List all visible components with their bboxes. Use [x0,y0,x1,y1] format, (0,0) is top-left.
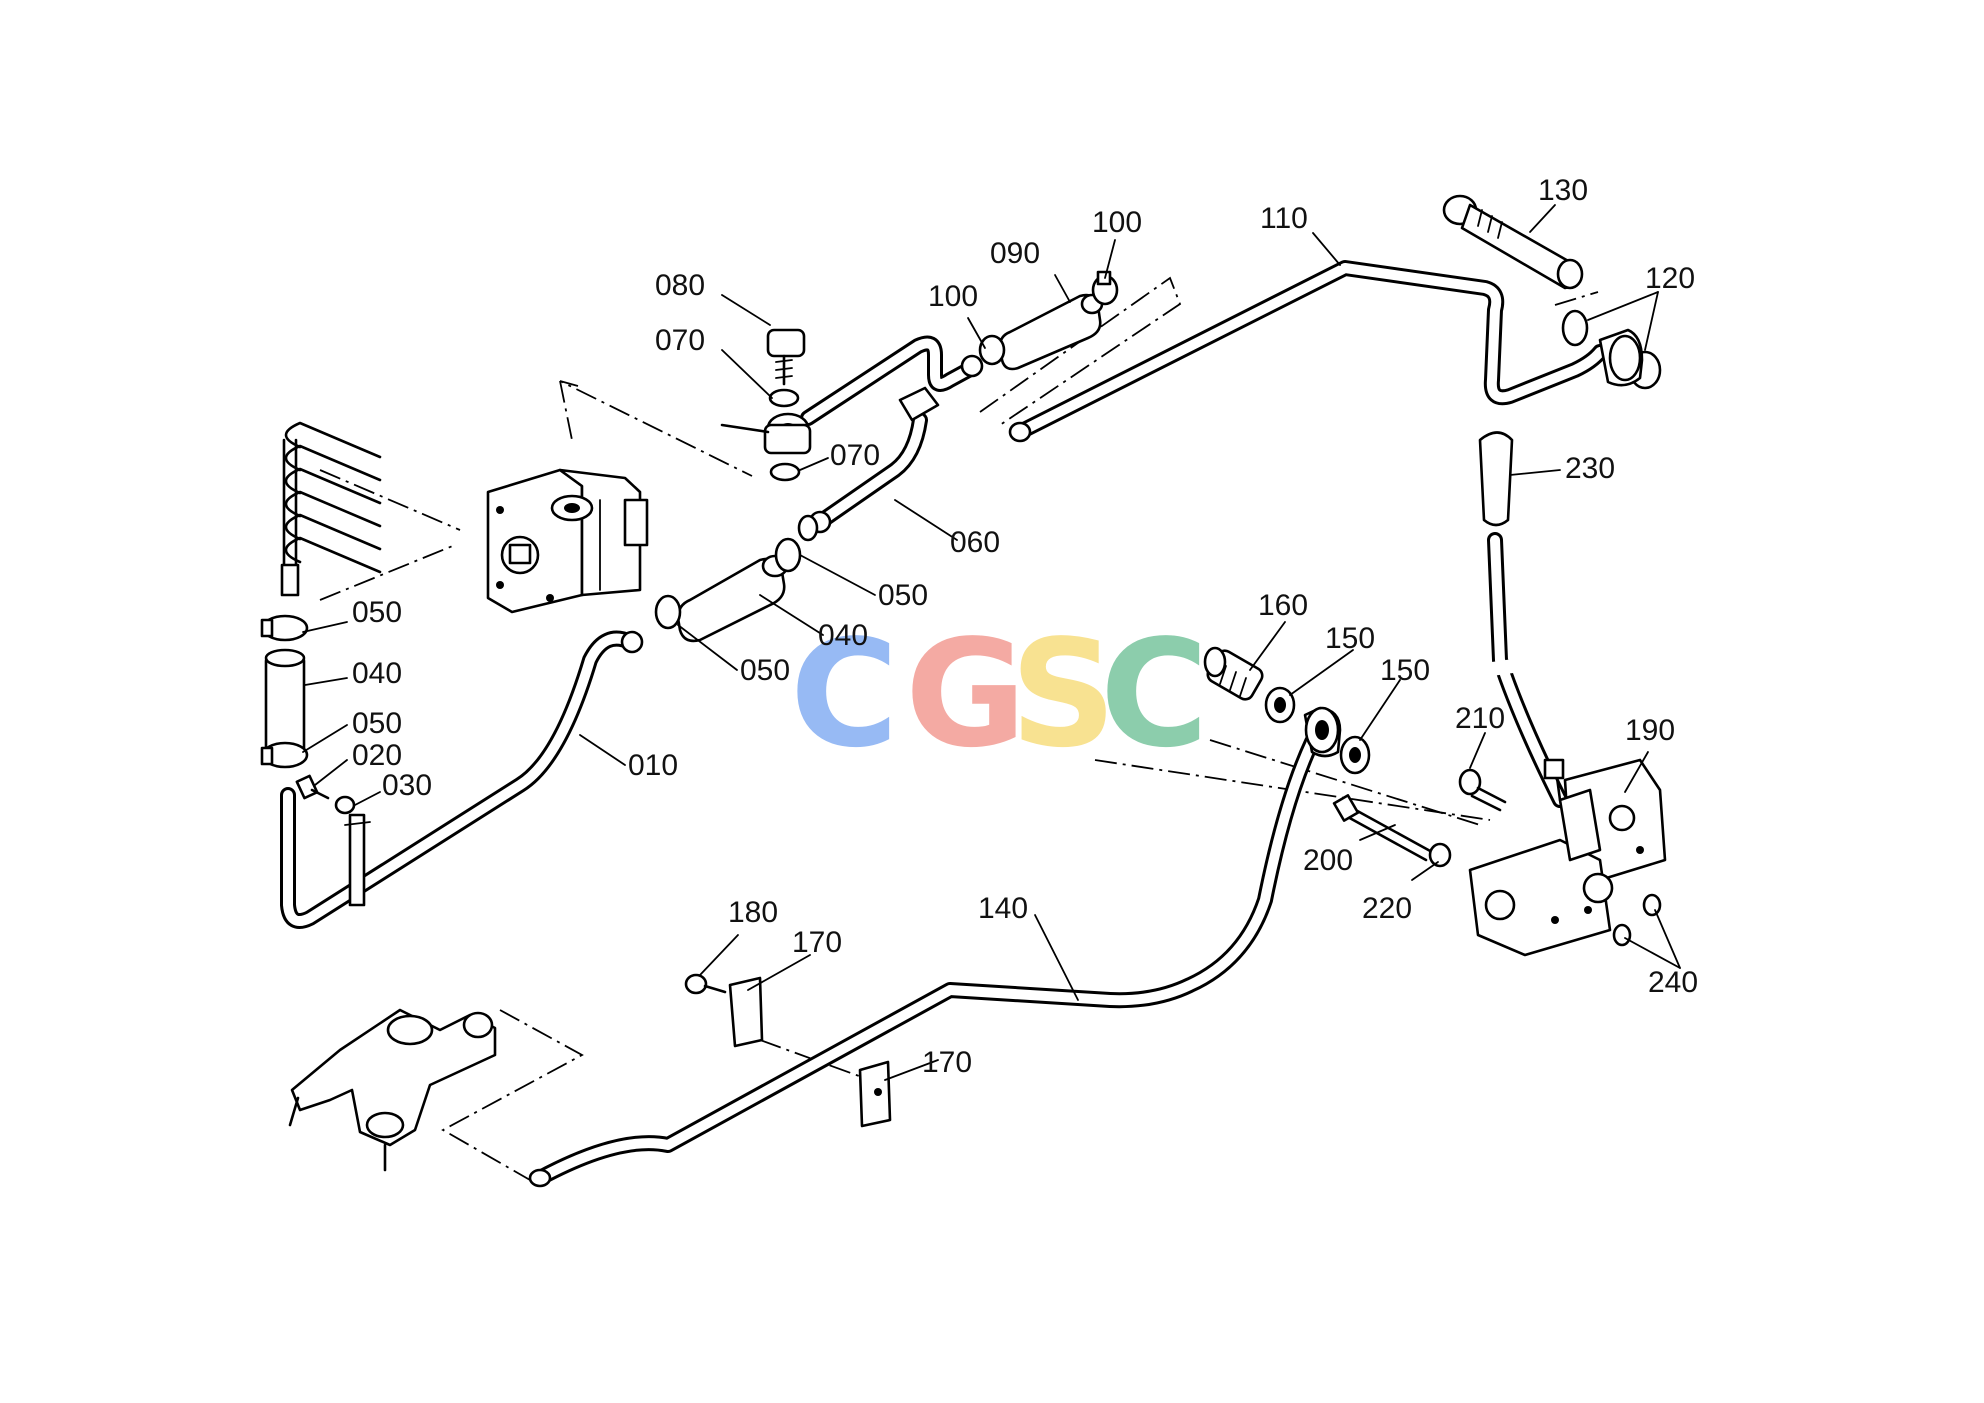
label-090: 090 [990,237,1040,270]
cgsc-watermark: C G S C [790,608,1209,780]
label-110: 110 [1260,202,1308,235]
label-070-a: 070 [655,324,705,357]
label-050-c: 050 [740,654,790,687]
label-030: 030 [382,769,432,802]
part-labels: 050 040 050 020 030 010 050 040 050 060 … [352,174,1698,1079]
distributor-block [288,1008,497,1172]
label-200: 200 [1303,844,1353,877]
watermark-letter-g: G [905,608,1026,780]
label-190: 190 [1625,714,1675,747]
label-140: 140 [978,892,1028,925]
label-220: 220 [1362,892,1412,925]
label-040-b: 040 [818,619,868,652]
label-120: 120 [1645,262,1695,295]
label-230: 230 [1565,452,1615,485]
watermark-letter-c2: C [1100,608,1209,780]
label-180: 180 [728,896,778,929]
label-050-b: 050 [352,707,402,740]
label-240: 240 [1648,966,1698,999]
label-210: 210 [1455,702,1505,735]
label-170-a: 170 [792,926,842,959]
control-valve [1468,758,1667,957]
label-170-b: 170 [922,1046,972,1079]
watermark-letter-c1: C [790,608,899,780]
hydraulic-pump [486,468,649,614]
label-080: 080 [655,269,705,302]
pipes [280,260,1608,1186]
leader-lines [302,204,1681,1081]
label-050-a: 050 [352,596,402,629]
label-150-b: 150 [1380,654,1430,687]
watermark-letter-s: S [1010,608,1117,780]
label-010: 010 [628,749,678,782]
label-020: 020 [352,739,402,772]
label-070-b: 070 [830,439,880,472]
label-040-a: 040 [352,657,402,690]
label-160: 160 [1258,589,1308,622]
label-150-a: 150 [1325,622,1375,655]
oil-cooler [280,421,382,597]
label-100-b: 100 [1092,206,1142,239]
label-100-a: 100 [928,280,978,313]
label-050-d: 050 [878,579,928,612]
label-060: 060 [950,526,1000,559]
label-130: 130 [1538,174,1588,207]
hoses-and-clamps [260,194,1662,1128]
